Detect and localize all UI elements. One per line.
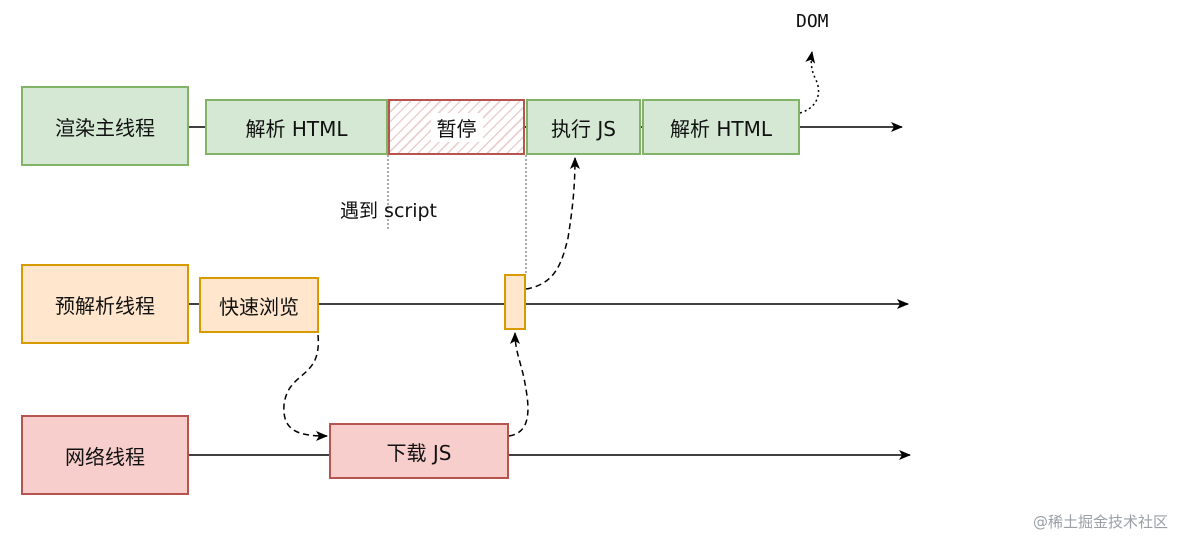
- script-found-marker: [504, 274, 526, 330]
- download-js-step: 下载 JS: [329, 423, 509, 479]
- parse-html-label-2: 解析 HTML: [669, 116, 772, 141]
- preparse-thread-label: 预解析线程: [55, 293, 155, 318]
- network-thread-box: 网络线程: [21, 415, 189, 495]
- encounter-script-label: 遇到 script: [340, 200, 437, 222]
- quick-scan-step: 快速浏览: [199, 277, 319, 333]
- execute-js-step: 执行 JS: [526, 99, 641, 155]
- preparse-thread-box: 预解析线程: [21, 264, 189, 344]
- main-thread-label: 渲染主线程: [55, 115, 155, 140]
- quick-scan-label: 快速浏览: [219, 294, 299, 319]
- parse-html-step-2: 解析 HTML: [642, 99, 800, 155]
- pause-label: 暂停: [430, 112, 483, 142]
- pause-step: 暂停: [388, 99, 525, 155]
- main-thread-box: 渲染主线程: [21, 86, 189, 166]
- arrow-marker-to-exec: [525, 157, 580, 290]
- network-thread-label: 网络线程: [65, 444, 145, 469]
- arrow-to-dom: [799, 51, 820, 114]
- watermark: @稀土掘金技术社区: [1033, 513, 1169, 531]
- arrow-download-to-marker: [508, 332, 529, 437]
- download-js-label: 下载 JS: [386, 440, 452, 465]
- arrow-scan-to-download: [283, 334, 328, 441]
- parse-html-label-1: 解析 HTML: [245, 116, 348, 141]
- parse-html-step-1: 解析 HTML: [205, 99, 388, 155]
- execute-js-label: 执行 JS: [551, 116, 616, 141]
- dom-label: DOM: [796, 11, 829, 32]
